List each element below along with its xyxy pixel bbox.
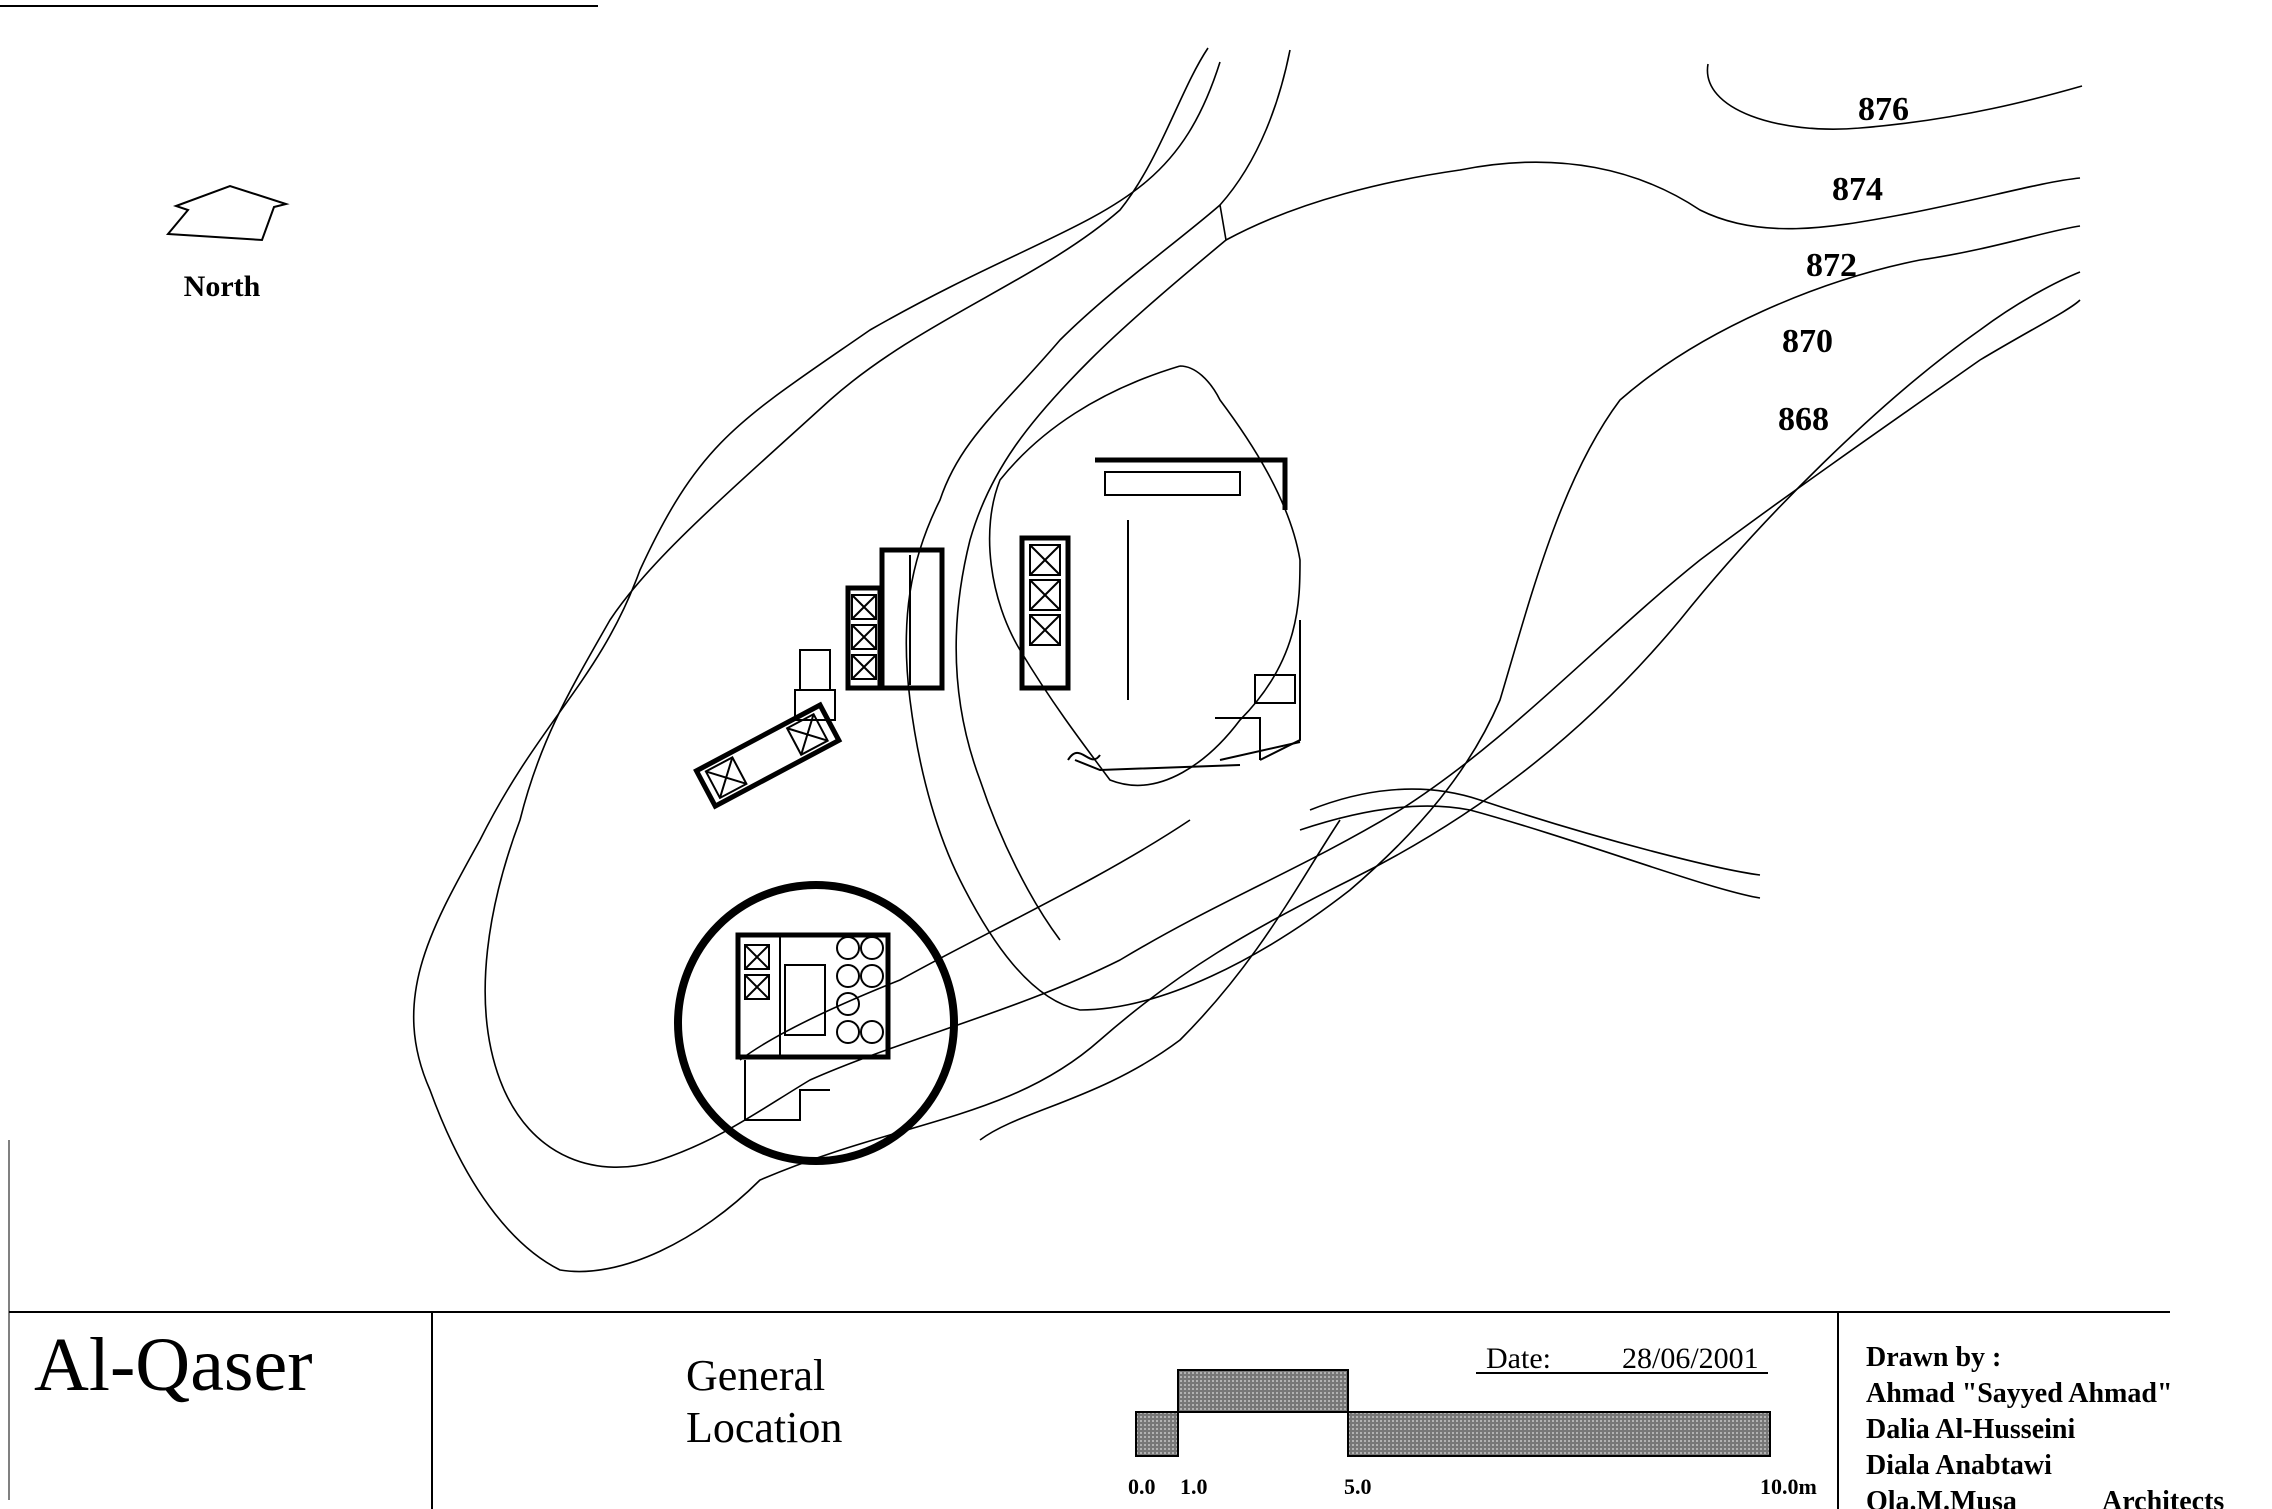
location-circle [674,881,958,1165]
building-ruins [693,457,1301,810]
north-arrow-icon [165,184,290,242]
scale-tick-0: 0.0 [1128,1474,1156,1499]
subject-line-2: Location [686,1403,842,1452]
author-4: Ola.M.Musa [1866,1486,2017,1509]
drawn-by-label: Drawn by : [1866,1342,2001,1373]
contour-label-870: 870 [1782,323,1833,360]
project-title: Al-Qaser [34,1323,313,1407]
scale-tick-1: 1.0 [1180,1474,1208,1499]
scale-tick-5: 5.0 [1344,1474,1372,1499]
title-block: Al-Qaser General Location Date: 28/06/20… [9,1311,2224,1509]
author-2: Dalia Al-Husseini [1866,1414,2075,1445]
highlighted-site [674,881,958,1165]
author-1: Ahmad "Sayyed Ahmad" [1866,1378,2173,1409]
contour-label-868: 868 [1778,401,1829,438]
scale-tick-10: 10.0m [1760,1474,1817,1499]
date-value: 28/06/2001 [1622,1342,1759,1375]
contour-lines [412,47,2083,1273]
contour-label-872: 872 [1806,247,1857,284]
role-label: Architects [2102,1486,2224,1509]
author-3: Diala Anabtawi [1866,1450,2052,1481]
date-label: Date: [1486,1342,1551,1375]
contour-label-876: 876 [1858,91,1909,128]
contour-label-874: 874 [1832,171,1883,208]
contour-labels: 876 874 872 870 868 [1778,91,1909,438]
subject-line-1: General [686,1351,825,1400]
scale-bar: 0.0 1.0 5.0 10.0m [1128,1369,1817,1499]
north-label: North [184,270,261,303]
